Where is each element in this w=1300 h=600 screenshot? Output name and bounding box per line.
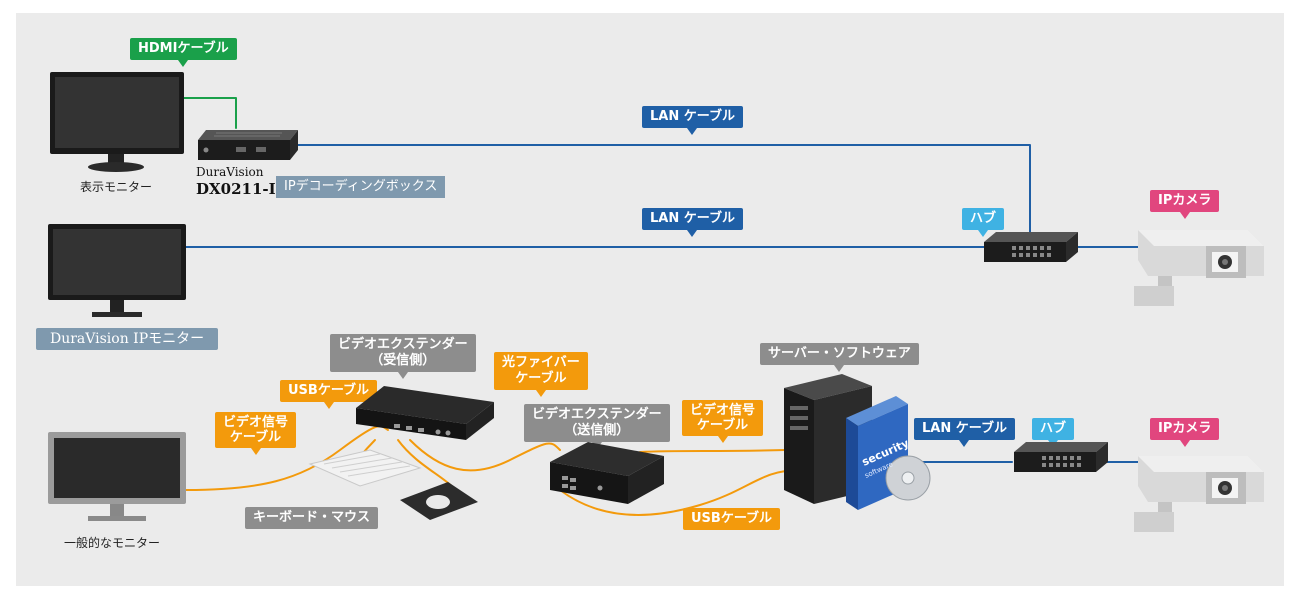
usb-cable-label-bottom: USBケーブル: [683, 508, 781, 530]
ip-camera-bottom-icon: [1134, 456, 1264, 532]
video-extender-rx-icon: [356, 386, 494, 440]
video-extender-rx-label: ビデオエクステンダー （受信側）: [330, 334, 476, 379]
product-brand-text: DuraVision DX0211-IP: [196, 164, 287, 198]
video-extender-tx-label: ビデオエクステンダー （送信側）: [524, 404, 670, 449]
video-signal-right-text: ビデオ信号 ケーブル: [690, 403, 756, 433]
video-signal-left-text: ビデオ信号 ケーブル: [223, 415, 289, 445]
general-monitor-icon: [48, 432, 186, 521]
ip-monitor-icon: [48, 224, 186, 317]
hub-label-bottom: ハブ: [1032, 418, 1075, 447]
video-signal-cable-label-left: ビデオ信号 ケーブル: [215, 412, 297, 455]
product-brand: DuraVision: [196, 165, 264, 179]
video-cable-right: [639, 449, 786, 453]
ip-monitor-label: DuraVision IPモニター: [36, 328, 219, 350]
video-signal-cable-label-right: ビデオ信号 ケーブル: [682, 400, 764, 443]
ip-decoding-box-label: IPデコーディングボックス: [276, 176, 446, 198]
ip-camera-label-bottom: IPカメラ: [1150, 418, 1220, 447]
video-extender-tx-text: ビデオエクステンダー （送信側）: [532, 407, 662, 438]
lan-cable-label-bottom: LAN ケーブル: [914, 418, 1015, 447]
display-monitor-caption: 表示モニター: [80, 180, 153, 194]
ip-decoding-box-icon: [198, 130, 298, 160]
ip-camera-label-top: IPカメラ: [1150, 190, 1220, 219]
fiber-cable-line: [409, 439, 561, 472]
product-model: DX0211-IP: [196, 180, 287, 198]
lan-cable-decoder-line: [297, 144, 1031, 236]
lan-cable-label-top: LAN ケーブル: [642, 106, 743, 135]
ip-camera-top-icon: [1134, 230, 1264, 306]
hub-bottom-icon: [1014, 442, 1108, 472]
server-software-label: サーバー・ソフトウェア: [760, 343, 919, 372]
hub-label-top: ハブ: [962, 208, 1005, 237]
hub-top-icon: [984, 232, 1078, 262]
fiber-cable-label: 光ファイバー ケーブル: [494, 352, 588, 397]
general-monitor-caption: 一般的なモニター: [64, 536, 161, 550]
hdmi-cable-label: HDMIケーブル: [130, 38, 237, 67]
video-extender-tx-icon: [550, 442, 664, 504]
fiber-cable-text: 光ファイバー ケーブル: [502, 355, 580, 386]
usb-cable-label-top: USBケーブル: [280, 380, 378, 409]
lan-cable-label-mid: LAN ケーブル: [642, 208, 743, 237]
display-monitor-icon: [50, 72, 184, 172]
hdmi-cable-line: [183, 97, 237, 129]
security-software-box-icon: security software: [846, 396, 931, 510]
keyboard-mouse-label: キーボード・マウス: [245, 507, 379, 529]
video-extender-rx-text: ビデオエクステンダー （受信側）: [338, 337, 468, 368]
keyboard-mouse-icon: [308, 449, 478, 520]
usb-cable-bottom: [559, 469, 801, 516]
